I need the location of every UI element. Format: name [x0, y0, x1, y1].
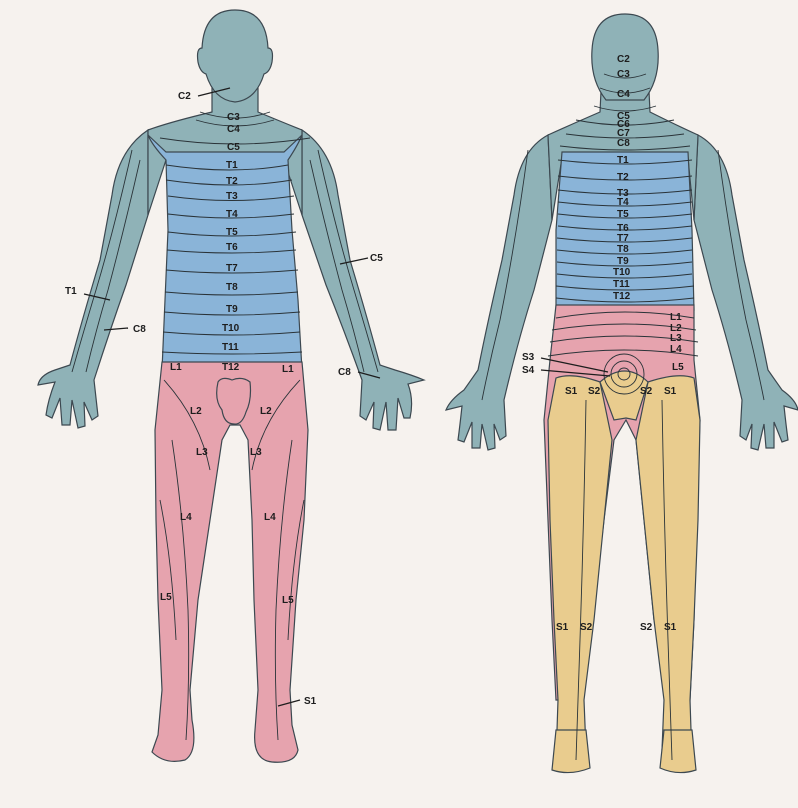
front-label-t6: T6 [226, 242, 238, 253]
front-label-t1: T1 [226, 160, 238, 171]
front-label-c2: C2 [178, 91, 191, 102]
front-label-l5-left: L5 [160, 592, 172, 603]
front-label-t7: T7 [226, 263, 238, 274]
back-label-t5: T5 [617, 209, 629, 220]
back-label-s3: S3 [522, 352, 535, 363]
front-label-c4: C4 [227, 124, 240, 135]
back-label-s1-leg-left: S1 [556, 622, 569, 633]
back-label-l4: L4 [670, 344, 682, 355]
front-label-c3: C3 [227, 112, 240, 123]
back-label-l1: L1 [670, 312, 682, 323]
front-label-t9: T9 [226, 304, 238, 315]
front-label-arm-c8-left: C8 [133, 324, 146, 335]
back-label-s4: S4 [522, 365, 535, 376]
front-label-t4: T4 [226, 209, 238, 220]
front-label-l1-right: L1 [282, 364, 294, 375]
back-label-s1-hip-left: S1 [565, 386, 578, 397]
front-label-t2: T2 [226, 176, 238, 187]
front-label-t11: T11 [222, 342, 239, 353]
back-label-l5: L5 [672, 362, 684, 373]
back-label-c4: C4 [617, 89, 630, 100]
back-label-t9: T9 [617, 256, 629, 267]
front-label-l4-right: L4 [264, 512, 276, 523]
back-label-c8: C8 [617, 138, 630, 149]
front-label-t8: T8 [226, 282, 238, 293]
front-label-t10: T10 [222, 323, 240, 334]
back-label-c2: C2 [617, 54, 630, 65]
back-label-s2-leg-left: S2 [580, 622, 593, 633]
back-label-t12: T12 [613, 291, 631, 302]
front-label-t5: T5 [226, 227, 238, 238]
back-label-t2: T2 [617, 172, 629, 183]
front-label-arm-c5: C5 [370, 253, 383, 264]
back-label-t4: T4 [617, 197, 629, 208]
back-label-l3: L3 [670, 333, 682, 344]
front-label-l3-right: L3 [250, 447, 262, 458]
front-label-l2-right: L2 [260, 406, 272, 417]
back-label-t1: T1 [617, 155, 629, 166]
back-left-foot [552, 730, 590, 773]
front-label-arm-c8-right: C8 [338, 367, 351, 378]
back-right-foot [660, 730, 696, 773]
front-label-l1-left: L1 [170, 362, 182, 373]
front-label-l3-left: L3 [196, 447, 208, 458]
back-label-t10: T10 [613, 267, 631, 278]
back-label-s1-leg-right: S1 [664, 622, 677, 633]
back-label-s2-hip-right: S2 [640, 386, 653, 397]
back-label-s1-hip-right: S1 [664, 386, 677, 397]
back-label-s2-leg-right: S2 [640, 622, 653, 633]
back-label-s2-hip-left: S2 [588, 386, 601, 397]
back-label-t11: T11 [613, 279, 630, 290]
front-label-arm-t1: T1 [65, 286, 77, 297]
front-label-s1: S1 [304, 696, 317, 707]
front-label-l4-left: L4 [180, 512, 192, 523]
back-label-t7: T7 [617, 233, 629, 244]
front-label-t12: T12 [222, 362, 240, 373]
front-label-l5-right: L5 [282, 595, 294, 606]
back-label-c3: C3 [617, 69, 630, 80]
front-label-t3: T3 [226, 191, 238, 202]
front-label-l2-left: L2 [190, 406, 202, 417]
front-label-c5: C5 [227, 142, 240, 153]
back-label-t8: T8 [617, 244, 629, 255]
